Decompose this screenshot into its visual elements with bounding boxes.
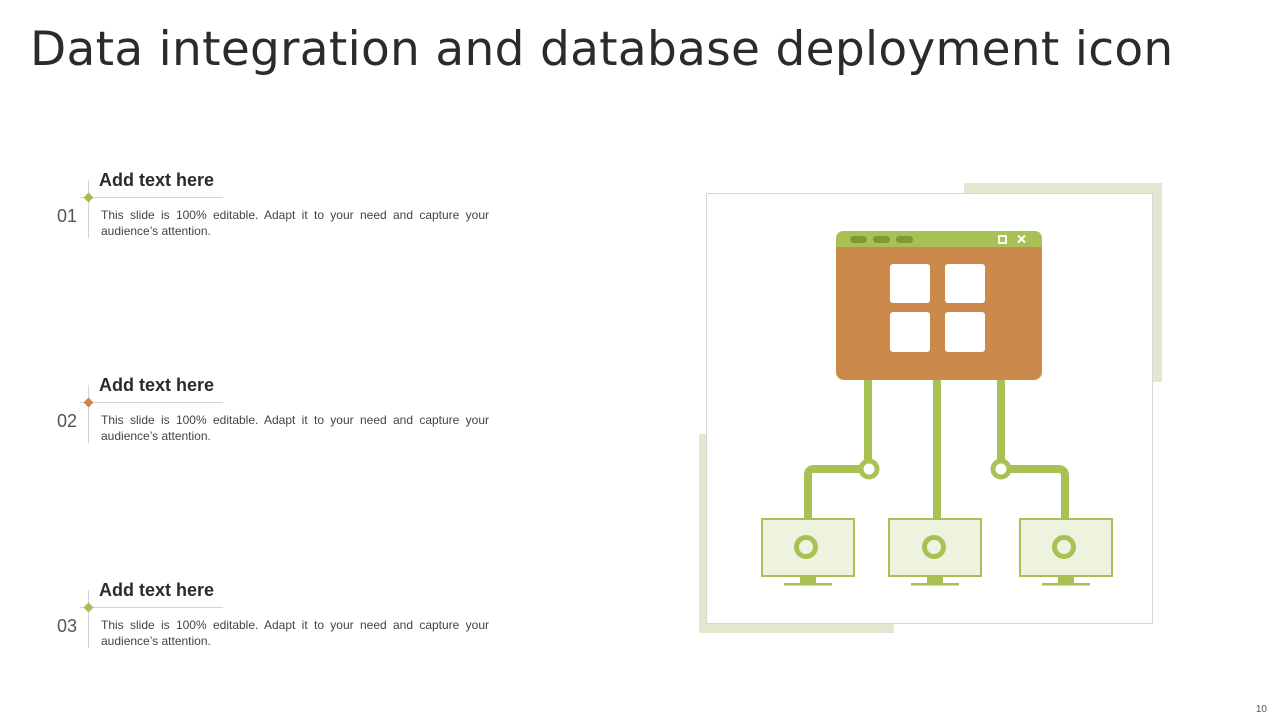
grid-tile [890,312,930,352]
item-number: 01 [57,206,78,226]
item-heading: Add text here [99,375,215,395]
monitor-icon [761,518,855,586]
list-item-3: Add text here 03 This slide is 100% edit… [0,580,520,670]
item-description: This slide is 100% editable. Adapt it to… [101,413,489,443]
minimize-icon [998,235,1007,244]
item-description: This slide is 100% editable. Adapt it to… [101,618,489,648]
connector-node [858,458,880,480]
close-icon [1017,234,1026,244]
divider-vertical [88,385,89,443]
page-number: 10 [1255,704,1267,715]
grid-tile [945,264,985,303]
item-number: 03 [57,616,78,636]
grid-tile [890,264,930,303]
slide-title: Data integration and database deployment… [30,22,1174,77]
divider [80,197,223,198]
list-item-2: Add text here 02 This slide is 100% edit… [0,375,520,465]
item-description: This slide is 100% editable. Adapt it to… [101,208,489,238]
divider-vertical [88,180,89,238]
divider-vertical [88,590,89,648]
item-heading: Add text here [99,580,215,600]
monitor-icon [1019,518,1113,586]
monitor-icon [888,518,982,586]
connector-lines [804,378,1069,521]
divider [80,402,223,403]
window-icon [836,231,1042,380]
connector-node [990,458,1012,480]
item-heading: Add text here [99,170,215,190]
list-item-1: Add text here 01 This slide is 100% edit… [0,170,520,260]
item-number: 02 [57,411,78,431]
grid-tile [945,312,985,352]
divider [80,607,223,608]
